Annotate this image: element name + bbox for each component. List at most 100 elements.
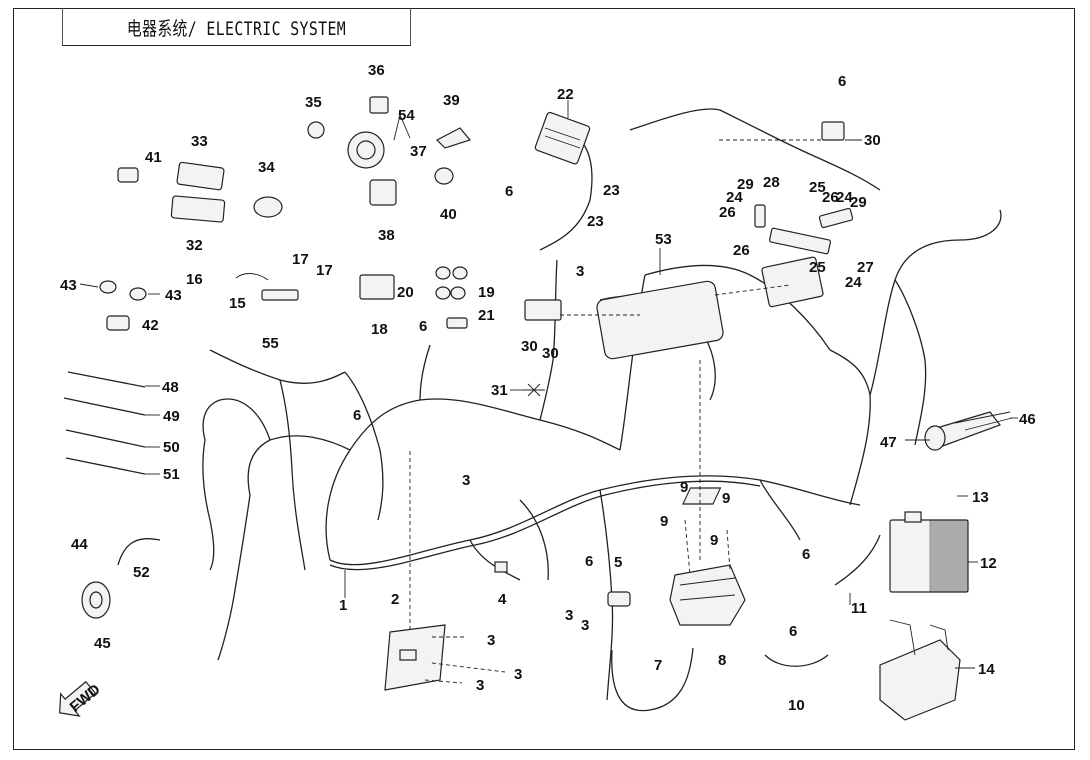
part-39-cover <box>435 127 472 149</box>
part-21-clip <box>446 317 468 329</box>
part-48-51-cable-ties <box>63 371 146 475</box>
callout-14: 14 <box>978 661 995 678</box>
callout-26c: 26 <box>733 242 750 259</box>
part-43-clip-b <box>129 287 147 301</box>
main-wiring-harness <box>202 108 1002 701</box>
callout-3b: 3 <box>514 666 522 683</box>
callout-40: 40 <box>440 206 457 223</box>
callout-25b: 25 <box>809 259 826 276</box>
part-12-battery <box>889 511 969 593</box>
part-35-bushing <box>307 121 325 139</box>
callout-54: 54 <box>398 107 415 124</box>
callout-39: 39 <box>443 92 460 109</box>
part-37-key-switch <box>347 131 385 169</box>
callout-3f: 3 <box>581 617 589 634</box>
callout-17b: 17 <box>316 262 333 279</box>
callout-13: 13 <box>972 489 989 506</box>
callout-6b: 6 <box>838 73 846 90</box>
callout-33: 33 <box>191 133 208 150</box>
callout-2: 2 <box>391 591 399 608</box>
callout-30c: 30 <box>542 345 559 362</box>
part-16-wire <box>235 273 269 281</box>
callout-12: 12 <box>980 555 997 572</box>
callout-9d: 9 <box>710 532 718 549</box>
part-7-cable <box>611 647 694 712</box>
callout-6e: 6 <box>585 553 593 570</box>
callout-17a: 17 <box>292 251 309 268</box>
callout-42: 42 <box>142 317 159 334</box>
diagram-frame <box>13 8 1075 750</box>
callout-18: 18 <box>371 321 388 338</box>
callout-48: 48 <box>162 379 179 396</box>
callout-46: 46 <box>1019 411 1036 428</box>
callout-1: 1 <box>339 597 347 614</box>
part-42-connector <box>106 315 130 331</box>
callout-52: 52 <box>133 564 150 581</box>
fwd-label: FWD <box>67 681 104 716</box>
callout-9b: 9 <box>722 490 730 507</box>
callout-47: 47 <box>880 434 897 451</box>
part-32-switch <box>170 195 226 223</box>
callout-26a: 26 <box>719 204 736 221</box>
callout-3c: 3 <box>476 677 484 694</box>
callout-36: 36 <box>368 62 385 79</box>
callout-3g: 3 <box>576 263 584 280</box>
part-14-bracket <box>879 619 961 721</box>
callout-43a: 43 <box>60 277 77 294</box>
callout-28: 28 <box>763 174 780 191</box>
part-13-pad <box>682 487 722 505</box>
part-18-rectifier <box>359 274 395 300</box>
callout-16: 16 <box>186 271 203 288</box>
callout-6c: 6 <box>419 318 427 335</box>
callout-3e: 3 <box>565 607 573 624</box>
part-30-relay-b <box>821 121 845 141</box>
callout-9a: 9 <box>680 479 688 496</box>
part-38-bracket <box>369 179 397 206</box>
part-34-ignition <box>253 196 283 218</box>
callout-31: 31 <box>491 382 508 399</box>
callout-30b: 30 <box>521 338 538 355</box>
callout-6a: 6 <box>505 183 513 200</box>
callout-41: 41 <box>145 149 162 166</box>
part-33-switch-panel <box>176 161 225 191</box>
dashed-leaders <box>409 139 825 684</box>
part-15-bracket <box>261 289 299 301</box>
callout-50: 50 <box>163 439 180 456</box>
part-4-clip <box>494 561 508 573</box>
callout-26b: 26 <box>822 189 839 206</box>
part-45-horn <box>81 581 111 619</box>
callout-11: 11 <box>851 600 867 617</box>
part-43-clip-a <box>99 280 117 294</box>
callout-30a: 30 <box>864 132 881 149</box>
part-22-regulator <box>534 111 591 165</box>
part-30-relay-a <box>524 299 562 321</box>
callout-3d: 3 <box>462 472 470 489</box>
callout-19: 19 <box>478 284 495 301</box>
callout-43b: 43 <box>165 287 182 304</box>
callout-24b: 24 <box>836 189 853 206</box>
callout-23a: 23 <box>603 182 620 199</box>
callout-24a: 24 <box>726 189 743 206</box>
callout-10: 10 <box>788 697 805 714</box>
part-2-ecu <box>384 624 446 691</box>
part-53-fuse-box <box>596 256 824 360</box>
part-40-knob <box>434 167 454 185</box>
part-5-sensor <box>607 591 631 607</box>
callout-45: 45 <box>94 635 111 652</box>
callout-15: 15 <box>229 295 246 312</box>
callout-25a: 25 <box>809 179 826 196</box>
part-52-wire <box>117 538 161 566</box>
part-36-cap <box>369 96 389 114</box>
part-24-29-relays <box>754 204 854 255</box>
part-46-bolts <box>954 411 1013 431</box>
callout-34: 34 <box>258 159 275 176</box>
callout-4: 4 <box>498 591 507 608</box>
callout-44: 44 <box>71 536 88 553</box>
callout-3a: 3 <box>487 632 495 649</box>
callout-32: 32 <box>186 237 203 254</box>
callout-55: 55 <box>262 335 279 352</box>
callout-29a: 29 <box>737 176 754 193</box>
fwd-arrow: FWD <box>59 681 104 717</box>
callout-6f: 6 <box>802 546 810 563</box>
